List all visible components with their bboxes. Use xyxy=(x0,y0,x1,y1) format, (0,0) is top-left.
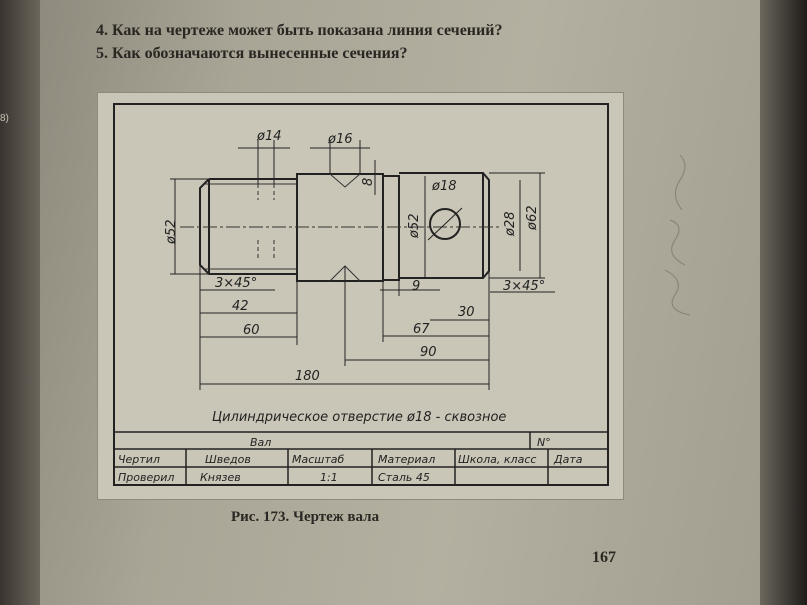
left-page-margin-mark: 8) xyxy=(0,113,9,124)
dim-d28: ø28 xyxy=(503,212,518,238)
tb-role-drew: Чертил xyxy=(118,453,160,466)
pencil-marks-decoration xyxy=(664,154,691,316)
tb-scale-value: 1:1 xyxy=(320,471,338,484)
tb-name: Вал xyxy=(250,436,271,449)
book-right-edge xyxy=(760,0,807,605)
tb-col-date: Дата xyxy=(553,453,583,466)
tb-col-school: Школа, класс xyxy=(458,453,536,466)
page-number: 167 xyxy=(592,549,616,566)
hole-leader xyxy=(427,207,463,241)
tb-material-value: Сталь 45 xyxy=(378,471,430,484)
dim-d52-right: ø52 xyxy=(407,214,422,240)
dim-67: 67 xyxy=(413,322,430,337)
dim-d52-left: ø52 xyxy=(164,220,179,246)
through-hole-circle xyxy=(429,208,461,240)
dim-9: 9 xyxy=(412,279,420,294)
dim-chamfer-left: 3×45° xyxy=(215,276,257,291)
tb-number-label: N° xyxy=(537,436,551,449)
dim-d18: ø18 xyxy=(431,179,457,194)
dim-d14: ø14 xyxy=(256,129,282,144)
figure-caption: Рис. 173. Чертеж вала xyxy=(231,509,380,525)
title-block xyxy=(113,431,609,486)
dimension-lines xyxy=(170,140,555,390)
dim-30: 30 xyxy=(458,305,475,320)
tb-col-scale: Масштаб xyxy=(292,453,344,466)
dimension-labels: ø14 ø16 8 ø52 ø18 ø52 ø28 ø62 3×45° 42 6… xyxy=(164,129,545,384)
dim-chamfer-right: 3×45° xyxy=(503,279,545,294)
drawing-border xyxy=(113,103,609,486)
tb-person-drew: Шведов xyxy=(205,453,251,466)
shaft-thin-lines xyxy=(180,173,500,282)
question-4: 4. Как на чертеже может быть показана ли… xyxy=(96,22,503,39)
drawing-note: Цилиндрическое отверстие ø18 - сквозное xyxy=(212,410,506,425)
dim-180: 180 xyxy=(295,369,320,384)
title-block-text: Вал N° Чертил Шведов Масштаб Материал Шк… xyxy=(118,436,583,484)
dim-8: 8 xyxy=(361,178,376,186)
dim-d62: ø62 xyxy=(525,206,540,232)
tb-person-checked: Князев xyxy=(200,471,241,484)
dim-d16: ø16 xyxy=(327,132,353,147)
dim-60: 60 xyxy=(243,323,260,338)
question-5: 5. Как обозначаются вынесенные сечения? xyxy=(96,45,408,62)
tb-role-checked: Проверил xyxy=(118,471,174,484)
dim-90: 90 xyxy=(420,345,437,360)
tb-col-material: Материал xyxy=(378,453,435,466)
book-left-page-edge xyxy=(0,0,40,605)
dim-42: 42 xyxy=(232,299,249,314)
